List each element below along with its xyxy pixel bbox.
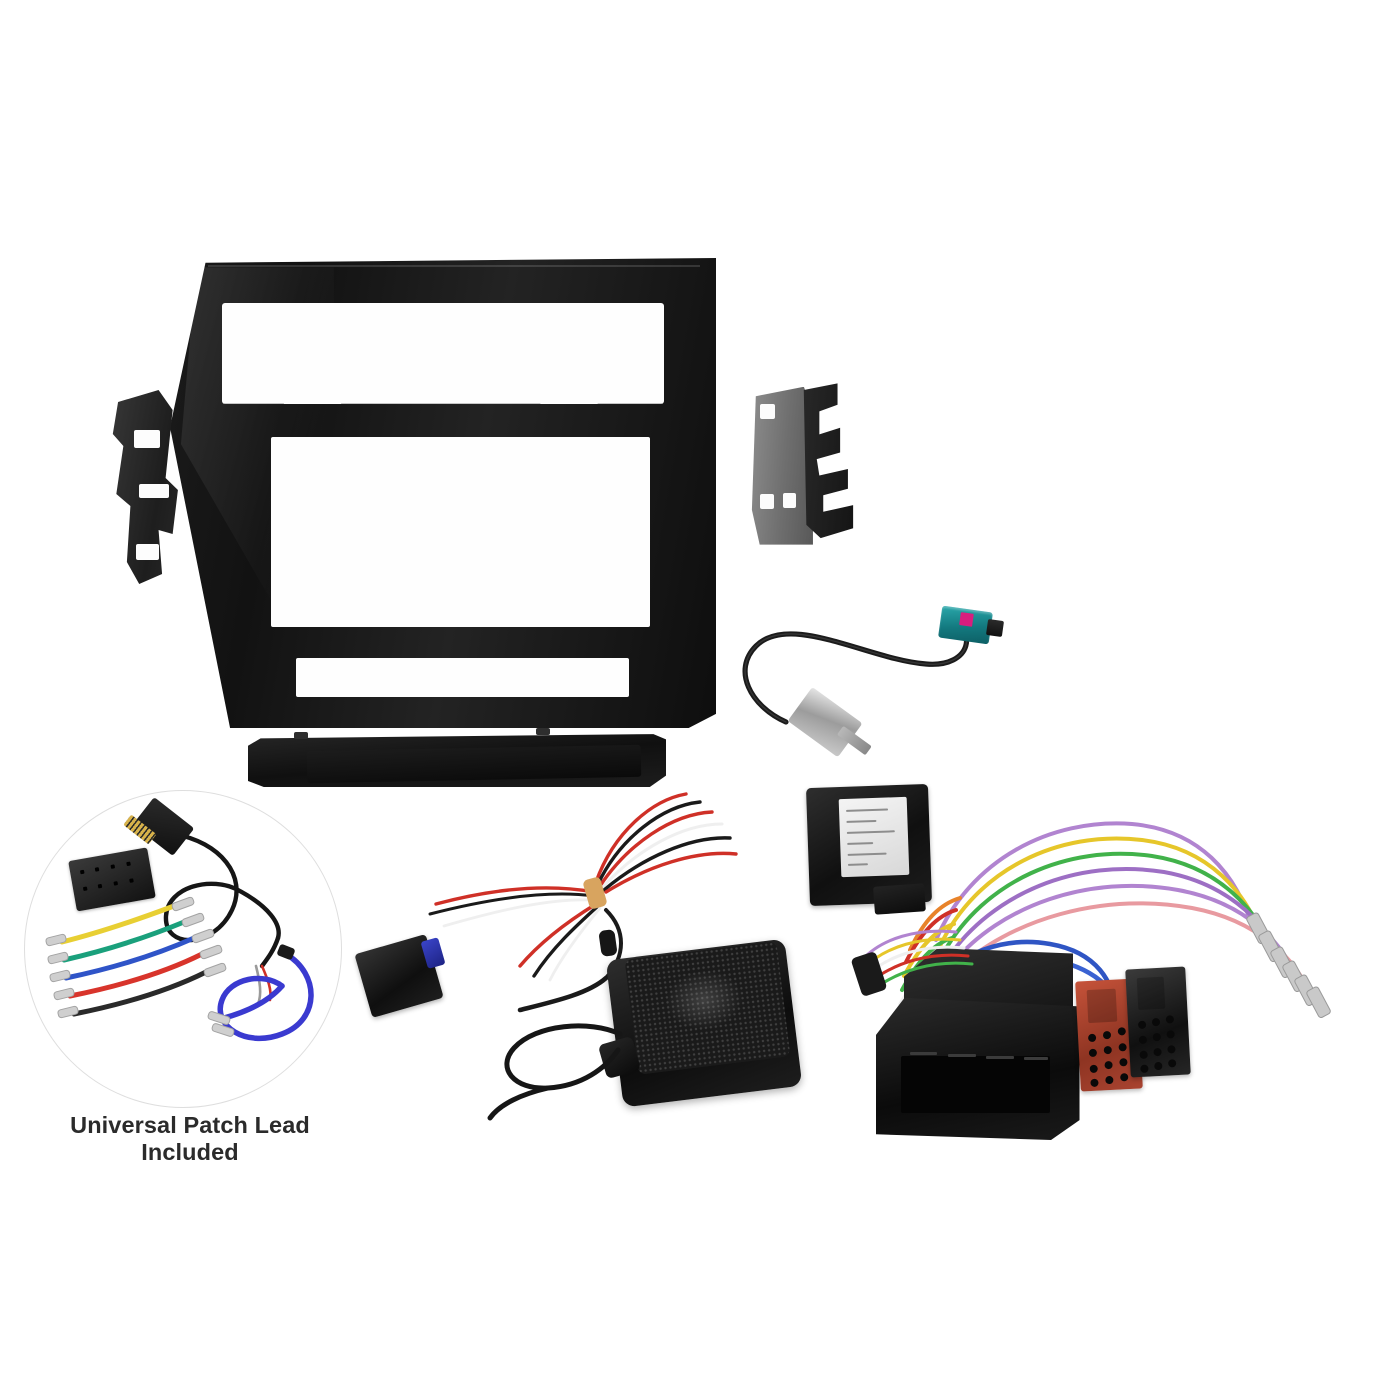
- iso-power-keyway: [1086, 988, 1117, 1023]
- quadlock-rib-2: [948, 1053, 976, 1057]
- harness-flying-leads: [428, 792, 738, 1013]
- quadlock-input-wires: [851, 929, 974, 996]
- bracket-right: [748, 380, 860, 548]
- trim-bar-clip-right: [536, 727, 551, 735]
- bracket-left: [104, 386, 192, 586]
- fascia-lower-slot-cutout: [295, 657, 629, 698]
- quadlock-rib-4: [1024, 1057, 1048, 1061]
- microphone-cable: [487, 1023, 623, 1121]
- swc-module-label: [838, 796, 910, 877]
- bracket-right-hole-bottom-left: [760, 494, 774, 510]
- patch-lead-contents: [45, 831, 314, 1042]
- bracket-right-tabs: [803, 383, 854, 539]
- patch-lead-caption: Universal Patch Lead Included: [70, 1112, 310, 1165]
- trim-bar-clip-left: [293, 731, 308, 739]
- bracket-left-notch-top: [133, 430, 161, 448]
- patch-lead-inset: [24, 790, 342, 1108]
- bracket-left-notch-mid: [139, 484, 170, 498]
- fakra-pin: [986, 618, 1005, 637]
- fascia-double-din-cutout: [271, 436, 651, 627]
- bracket-right-plate: [751, 386, 813, 545]
- antenna-adapter: [730, 572, 1005, 784]
- connector-block: [354, 932, 447, 1018]
- quadlock-rib-1: [909, 1051, 938, 1055]
- iso-speaker-connector: [1125, 966, 1191, 1078]
- quadlock-connector: [876, 948, 1088, 1140]
- fascia-vent-cutout: [221, 302, 665, 404]
- trim-bar: [248, 724, 666, 796]
- fascia-top-edge-highlight: [208, 265, 700, 268]
- antenna-cable: [742, 613, 970, 725]
- bracket-right-hole-top: [760, 403, 775, 419]
- harness-tape-wrap: [583, 877, 607, 909]
- harness-boot: [599, 929, 617, 957]
- quadlock-rib-3: [986, 1055, 1014, 1059]
- quadlock-cavity: [901, 1055, 1050, 1114]
- bracket-left-notch-bottom: [135, 544, 159, 560]
- bracket-right-hole-bottom-right: [782, 492, 797, 508]
- iso-speaker-keyway: [1136, 976, 1166, 1011]
- fascia-panel: [170, 258, 716, 728]
